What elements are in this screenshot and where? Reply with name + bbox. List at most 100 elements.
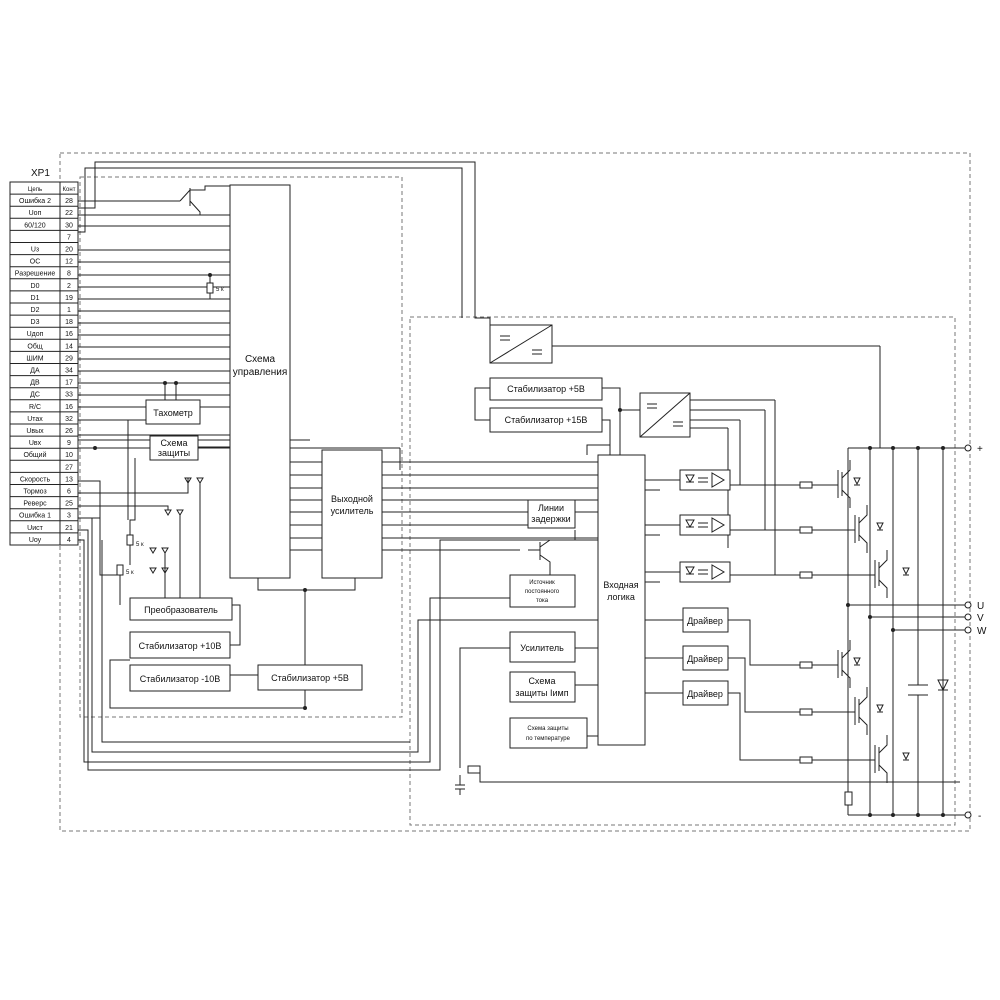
resistor-label-3: 5 к — [126, 570, 134, 576]
connector-pin-name: Uоу — [29, 537, 42, 544]
connector-pin-name: ДА — [30, 368, 40, 375]
connector-pin-name: Uтах — [27, 416, 43, 423]
svg-text:Преобразователь: Преобразователь — [144, 605, 218, 615]
svg-text:Схема: Схема — [528, 676, 555, 686]
svg-text:Входная: Входная — [603, 580, 638, 590]
svg-text:задержки: задержки — [531, 514, 570, 524]
svg-text:Схема: Схема — [245, 354, 276, 365]
connector-pin-name: Uдоп — [27, 331, 44, 338]
connector-pin-name: ДС — [30, 392, 40, 399]
input-logic-block: Входная логика — [597, 454, 646, 746]
pulse-protection-block: Схема защиты Iимп — [509, 671, 576, 703]
terminal-plus: + — [977, 444, 983, 455]
connector-pin-number: 8 — [67, 271, 71, 278]
svg-text:тока: тока — [536, 598, 549, 604]
connector-pin-name: Скорость — [20, 476, 51, 483]
output-amplifier-block: Выходной усилитель — [321, 449, 383, 579]
output-terminals: + U V W - — [964, 444, 987, 822]
connector-pin-number: 14 — [65, 343, 73, 350]
optocoupler-1 — [679, 469, 731, 491]
svg-text:Источник: Источник — [529, 580, 555, 586]
svg-text:Схема защиты: Схема защиты — [527, 726, 568, 732]
optocouplers — [679, 469, 731, 583]
connector-pin-name: Разрешение — [15, 271, 56, 278]
connector-pin-name: Uвых — [26, 428, 44, 435]
connector-pin-number: 20 — [65, 247, 73, 254]
converter-block: Преобразователь — [129, 597, 233, 621]
connector-pin-number: 9 — [67, 440, 71, 447]
terminal-minus: - — [978, 811, 981, 822]
connector-pin-number: 4 — [67, 537, 71, 544]
amplifier-block: Усилитель — [509, 631, 576, 663]
driver-block-3: Драйвер — [682, 680, 729, 706]
stabilizer-minus10-block: Стабилизатор -10В — [129, 664, 231, 692]
svg-text:усилитель: усилитель — [331, 506, 374, 516]
driver-block-1: Драйвер — [682, 607, 729, 633]
junctions — [93, 273, 945, 817]
driver-block-2: Драйвер — [682, 645, 729, 671]
connector-pin-name: ОС — [30, 259, 41, 266]
connector-pin-name: Uист — [27, 525, 43, 532]
connector-pin-number: 2 — [67, 283, 71, 290]
resistor-label-1: 5 к — [216, 287, 224, 293]
connector-pin-name: Uз — [31, 247, 39, 254]
svg-text:Драйвер: Драйвер — [687, 654, 723, 664]
connector-pin-name: Общий — [23, 451, 46, 459]
capacitor — [455, 775, 465, 795]
connector-pin-number: 25 — [65, 501, 73, 508]
connector-pin-number: 16 — [65, 331, 73, 338]
connector-pin-number: 21 — [65, 525, 73, 532]
svg-text:защиты Iимп: защиты Iимп — [515, 688, 568, 698]
terminal-w: W — [977, 626, 987, 637]
stabilizer-plus10-block: Стабилизатор +10В — [129, 631, 231, 659]
stabilizer-5v-left-block: Стабилизатор +5В — [257, 664, 363, 691]
connector-pin-number: 16 — [65, 404, 73, 411]
connector-pin-name: Реверс — [23, 501, 47, 508]
control-board-enclosure — [79, 176, 403, 718]
connector-pin-number: 30 — [65, 222, 73, 229]
dcdc-converter-top — [489, 324, 553, 364]
optocoupler-3 — [679, 561, 731, 583]
svg-text:постоянного: постоянного — [525, 589, 560, 595]
connector-pin-name: D2 — [31, 307, 40, 314]
svg-text:управления: управления — [233, 367, 288, 378]
connector-pin-name: 60/120 — [24, 222, 46, 229]
connector-pin-number: 19 — [65, 295, 73, 302]
connector-pin-name: D3 — [31, 319, 40, 326]
connector-pin-number: 27 — [65, 464, 73, 471]
connector-pin-name: ДВ — [30, 380, 40, 387]
connector-pin-number: 33 — [65, 392, 73, 399]
connector-pin-number: 10 — [65, 452, 73, 459]
svg-text:Выходной: Выходной — [331, 494, 373, 504]
svg-text:Тахометр: Тахометр — [153, 408, 193, 418]
svg-text:Драйвер: Драйвер — [687, 689, 723, 699]
terminal-u: U — [977, 601, 984, 612]
svg-text:Стабилизатор +5В: Стабилизатор +5В — [271, 673, 349, 683]
connector-pin-number: 22 — [65, 210, 73, 217]
protection-block: Схема защиты — [149, 435, 199, 461]
svg-text:Стабилизатор -10В: Стабилизатор -10В — [140, 674, 220, 684]
connector-pin-name: Общ — [27, 342, 42, 350]
temperature-protection-block: Схема защиты по температуре — [509, 717, 588, 749]
svg-text:Схема: Схема — [160, 438, 187, 448]
connector-header-circuit: Цепь — [28, 187, 42, 193]
delay-lines-block: Линии задержки — [527, 499, 576, 529]
connector-pin-number: 26 — [65, 428, 73, 435]
power-board-enclosure — [409, 316, 956, 826]
connector-header-contact: Конт — [63, 187, 76, 193]
connector-pin-number: 7 — [67, 234, 71, 241]
svg-text:логика: логика — [607, 592, 635, 602]
svg-text:по температуре: по температуре — [526, 736, 571, 742]
connector-pin-name: Uоп — [29, 210, 42, 217]
connector-pin-name: Тормоз — [23, 489, 46, 496]
connector-pin-number: 13 — [65, 476, 73, 483]
connector-pin-number: 17 — [65, 380, 73, 387]
connector-pin-name: R/C — [29, 404, 41, 411]
svg-text:Линии: Линии — [538, 503, 564, 513]
connector-pin-name: D1 — [31, 295, 40, 302]
control-circuit-block: Схема управления — [229, 184, 291, 579]
connector-pin-name: Ошибка 2 — [19, 197, 51, 205]
svg-text:Драйвер: Драйвер — [687, 616, 723, 626]
connector-pin-number: 1 — [67, 307, 71, 314]
